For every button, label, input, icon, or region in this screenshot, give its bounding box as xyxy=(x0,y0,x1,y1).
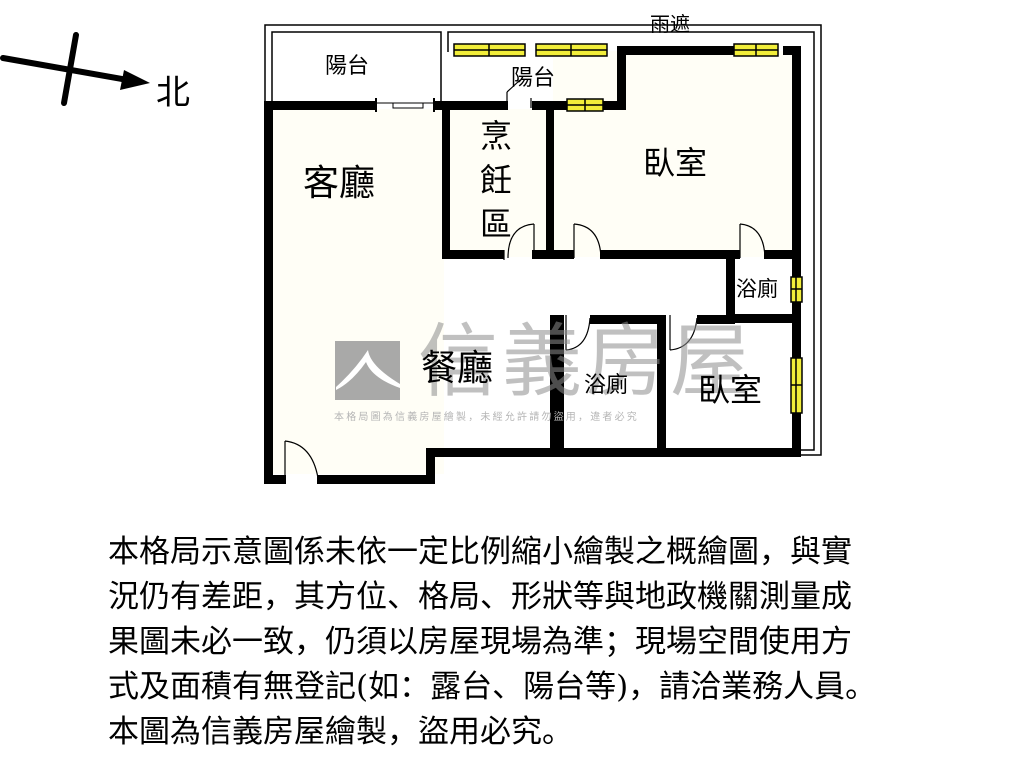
windows xyxy=(453,43,803,414)
north-arrow-icon xyxy=(0,32,150,106)
north-label: 北 xyxy=(156,73,190,113)
sliding-door[interactable] xyxy=(375,98,435,112)
door-kitchen xyxy=(503,223,535,260)
disclaimer-line: 況仍有差距，其方位、格局、形狀等與地政機關測量成 xyxy=(108,579,852,615)
door-second-bedroom xyxy=(669,315,698,351)
window-bed-east xyxy=(790,357,803,414)
window-balcony xyxy=(566,98,604,112)
room-label-small-bath: 浴廁 xyxy=(736,277,778,301)
window-north-3 xyxy=(733,43,779,57)
door-entrance xyxy=(284,440,319,482)
disclaimer-line: 本格局示意圖係未依一定比例縮小繪製之概繪圖，與實 xyxy=(108,534,852,570)
room-label-canopy: 雨遮 xyxy=(650,12,690,36)
room-label-master-bedroom: 臥室 xyxy=(643,144,708,182)
window-bath-east xyxy=(790,276,803,303)
room-label-kitchen-3: 區 xyxy=(480,205,513,243)
room-label-balcony-west: 陽台 xyxy=(325,54,370,79)
door-main-bath xyxy=(565,315,591,351)
disclaimer-line: 式及面積有無登記(如：露台、陽台等)，請洽業務人員。 xyxy=(108,669,877,705)
disclaimer-line: 果圖未必一致，仍須以房屋現場為準；現場空間使用方 xyxy=(108,624,852,660)
disclaimer: 本格局示意圖係未依一定比例縮小繪製之概繪圖，與實 況仍有差距，其方位、格局、形狀… xyxy=(108,530,998,755)
room-label-second-bedroom: 臥室 xyxy=(698,371,763,409)
door-small-bath xyxy=(739,223,766,259)
window-north-1 xyxy=(453,43,526,57)
floor-plan xyxy=(0,24,822,484)
room-label-balcony-east: 陽台 xyxy=(511,66,556,91)
room-label-main-bath: 浴廁 xyxy=(584,373,629,398)
room-label-kitchen-1: 烹 xyxy=(480,117,513,155)
window-north-2 xyxy=(535,43,608,57)
room-label-kitchen-2: 飪 xyxy=(480,161,513,199)
room-tint xyxy=(272,51,794,474)
doors[interactable] xyxy=(284,79,766,482)
walls xyxy=(264,46,801,484)
brand-logo-icon xyxy=(335,341,400,400)
room-label-dining: 餐廳 xyxy=(421,348,494,389)
door-balcony-east xyxy=(506,79,532,108)
watermark-brand: 信義房屋 xyxy=(418,315,754,408)
watermark-notice: 本格局圖為信義房屋繪製，未經允許請勿盜用，違者必究 xyxy=(334,412,639,423)
room-label-living: 客廳 xyxy=(303,163,376,204)
disclaimer-line: 本圖為信義房屋繪製，盜用必究。 xyxy=(108,714,573,750)
door-master-bedroom xyxy=(573,223,602,259)
outer-outline xyxy=(264,24,822,456)
